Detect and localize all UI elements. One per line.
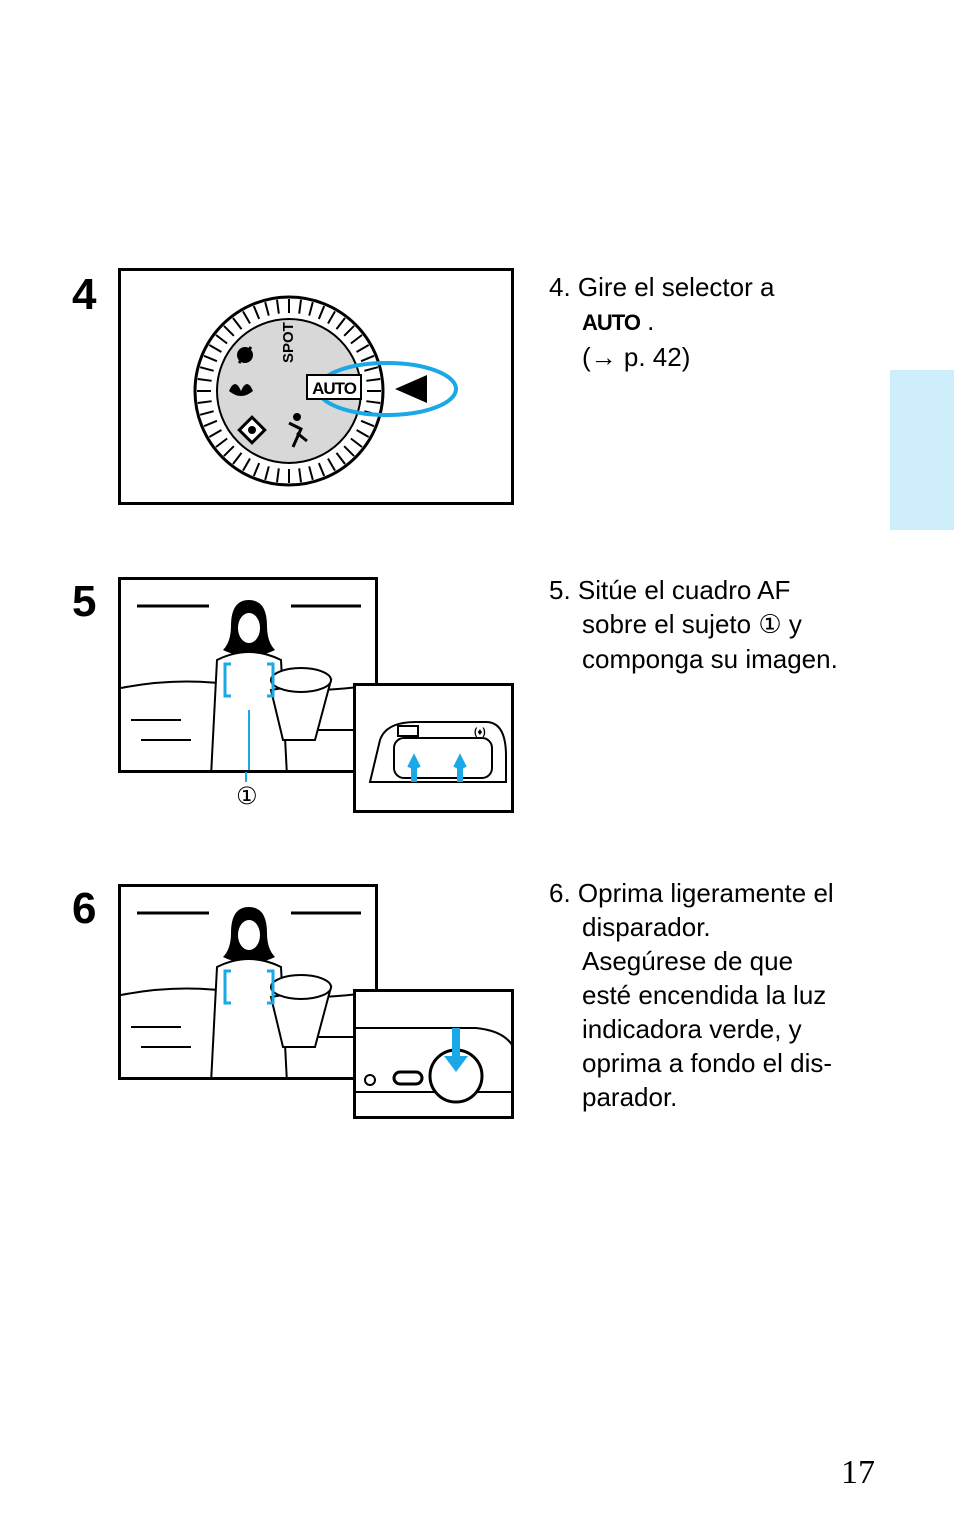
dial-auto-label: AUTO — [312, 379, 357, 398]
shutter-button-drawing — [356, 992, 511, 1116]
step-5-line-2: sobre el sujeto — [582, 609, 752, 639]
svg-text:(♦): (♦) — [474, 727, 486, 738]
step-4-period: . — [647, 306, 655, 336]
page-number: 17 — [841, 1454, 875, 1491]
dial-tick — [308, 301, 314, 316]
dial-tick — [242, 310, 251, 324]
step-6-camera-detail — [353, 989, 514, 1119]
step-4-number: 4 — [72, 270, 97, 319]
step-5-text: 5. Sitúe el cuadro AF sobre el sujeto ① … — [549, 573, 838, 676]
landscape-mode-icon — [237, 415, 267, 445]
callout-1-inline: ① — [758, 610, 782, 640]
subject-scene-drawing — [121, 907, 375, 1077]
step-5-camera-detail: (♦) — [353, 683, 514, 813]
dial-spot-label: SPOT — [280, 322, 297, 363]
step-4-reference: (→ p. 42) — [582, 342, 691, 372]
dial-tick — [252, 305, 261, 320]
dial-tick — [366, 378, 381, 382]
dial-tick — [264, 466, 270, 481]
dial-tick — [276, 299, 280, 314]
dial-tick — [203, 419, 218, 428]
step-6-text: 6. Oprima ligeramente el disparador. Ase… — [549, 876, 834, 1114]
dial-pointer-icon — [395, 375, 427, 403]
callout-1-marker: ① — [236, 782, 258, 810]
dial-tick — [208, 429, 222, 438]
dial-tick — [197, 400, 212, 404]
af-window-drawing: (♦) — [356, 686, 511, 810]
af-frame — [223, 969, 275, 1005]
dial-tick — [327, 310, 336, 324]
dial-tick — [360, 419, 375, 428]
af-frame — [223, 662, 275, 698]
step-6-line-2: disparador. — [582, 912, 711, 942]
dial-tick — [232, 452, 243, 465]
dial-tick — [350, 334, 363, 345]
dial-tick — [298, 299, 302, 314]
step-4-line-1: 4. Gire el selector a — [549, 272, 775, 302]
dial-tick — [264, 301, 270, 316]
auto-mode-symbol: AUTO — [582, 310, 641, 335]
dial-tick — [276, 468, 280, 483]
dial-tick — [366, 400, 381, 404]
step-5-viewfinder — [118, 577, 378, 773]
dial-tick — [360, 354, 375, 363]
step-5-line-2-end: y — [788, 609, 802, 639]
dial-tick — [364, 366, 379, 372]
dial-tick — [298, 468, 302, 483]
step-6-line-6: oprima a fondo el dis- — [582, 1048, 833, 1078]
dial-tick — [356, 429, 370, 438]
section-tab — [890, 370, 954, 530]
dial-tick — [317, 305, 326, 320]
step-6-number: 6 — [72, 884, 97, 933]
down-arrow-icon — [444, 1056, 468, 1072]
indicator-lamp-icon — [392, 1070, 424, 1086]
step-6-line-1: 6. Oprima ligeramente el — [549, 878, 834, 908]
step-5-number: 5 — [72, 577, 97, 626]
step-5-line-1: 5. Sitúe el cuadro AF — [549, 575, 791, 605]
dial-tick — [335, 317, 346, 330]
up-arrow-icon — [407, 753, 421, 782]
subject-scene-drawing — [121, 600, 375, 770]
step-6-line-5: indicadora verde, y — [582, 1014, 802, 1044]
step-6-line-4: esté encendida la luz — [582, 980, 827, 1010]
dial-tick — [327, 458, 336, 472]
dial-tick — [252, 462, 261, 477]
dial-tick — [223, 325, 235, 337]
step-4-illustration: AUTO SPOT — [118, 268, 514, 505]
self-timer-icon — [364, 1074, 376, 1086]
step-5-line-3: componga su imagen. — [582, 644, 838, 674]
dial-tick — [317, 462, 326, 477]
mode-dial-drawing: AUTO SPOT — [193, 295, 458, 487]
dial-tick — [215, 334, 228, 345]
step-6-line-7: parador. — [582, 1082, 678, 1112]
step-6-viewfinder — [118, 884, 378, 1080]
dial-tick — [232, 317, 243, 330]
callout-line — [245, 772, 247, 782]
dial-tick — [308, 466, 314, 481]
sports-mode-icon — [288, 413, 308, 448]
dial-tick — [199, 410, 214, 416]
macro-mode-icon — [229, 384, 253, 396]
up-arrow-icon — [453, 753, 467, 782]
dial-tick — [199, 366, 214, 372]
dial-tick — [197, 378, 212, 382]
dial-tick — [208, 344, 222, 353]
dial-tick — [343, 445, 355, 457]
dial-tick — [335, 452, 346, 465]
dial-tick — [203, 354, 218, 363]
portrait-mode-icon — [237, 346, 253, 364]
dial-tick — [356, 344, 370, 353]
step-6-line-3: Asegúrese de que — [582, 946, 794, 976]
dial-tick — [350, 437, 363, 448]
dial-tick — [242, 458, 251, 472]
dial-tick — [223, 445, 235, 457]
dial-tick — [215, 437, 228, 448]
dial-tick — [343, 325, 355, 337]
step-4-text: 4. Gire el selector a AUTO . (→ p. 42) — [549, 270, 774, 374]
